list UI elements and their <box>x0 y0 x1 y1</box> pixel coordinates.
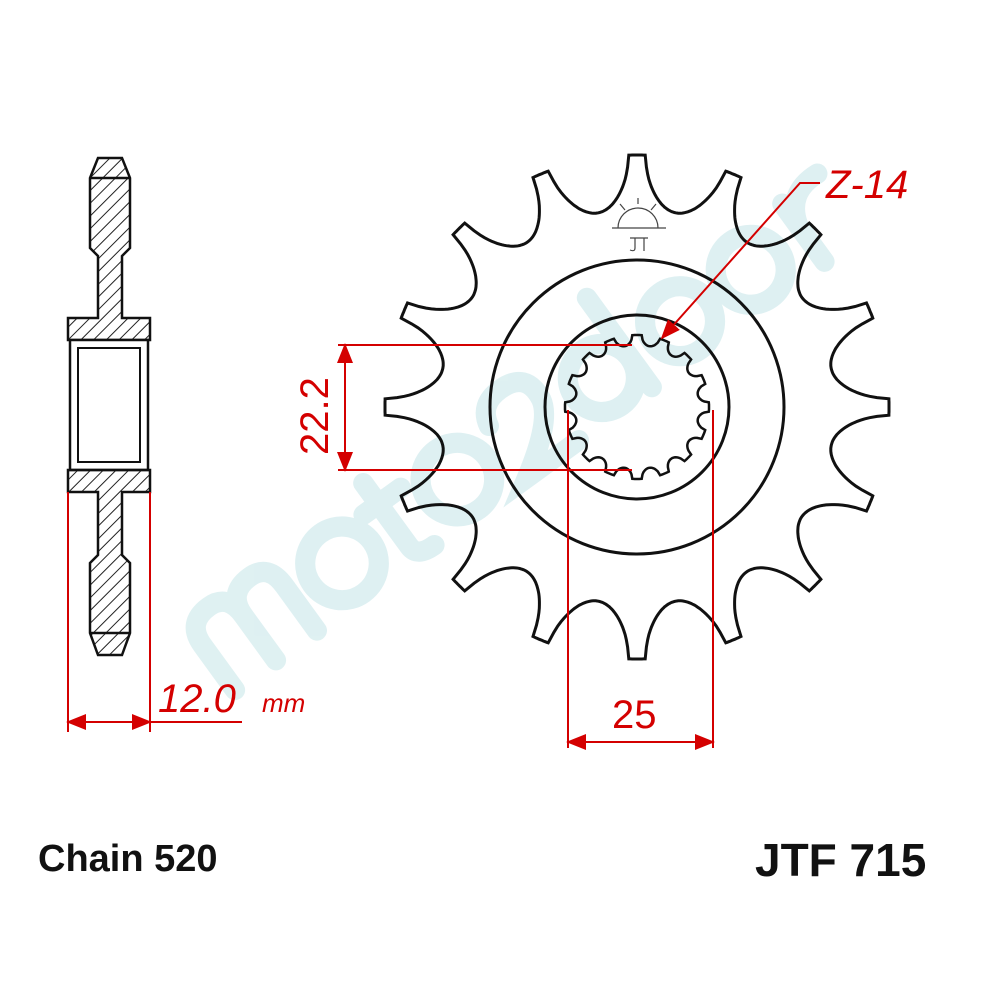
chain-size-label: Chain 520 <box>38 838 218 880</box>
sprocket-teeth-outline <box>383 153 891 661</box>
teeth-leader <box>660 182 820 340</box>
width-dimension <box>66 492 242 732</box>
width-unit: mm <box>262 688 305 718</box>
watermark-logo <box>185 163 835 701</box>
spline-outer-value: 25 <box>612 693 657 737</box>
jt-logo-icon <box>612 198 666 252</box>
profile-upper-tooth <box>66 156 152 342</box>
sprocket-front-view <box>383 153 891 661</box>
side-profile <box>66 156 152 657</box>
hub-circle <box>488 258 786 556</box>
spline-inner-value: 22.2 <box>293 377 337 455</box>
profile-hub-bore <box>68 338 150 472</box>
width-value: 12.0 <box>158 677 236 721</box>
spline-outer-dimension <box>566 410 715 750</box>
teeth-count-label: Z-14 <box>825 163 908 207</box>
spline-bore-outline <box>563 333 711 481</box>
inner-circle <box>543 313 731 501</box>
spline-inner-dimension <box>337 343 632 472</box>
part-number-label: JTF 715 <box>755 834 927 886</box>
profile-lower-tooth <box>66 468 152 657</box>
